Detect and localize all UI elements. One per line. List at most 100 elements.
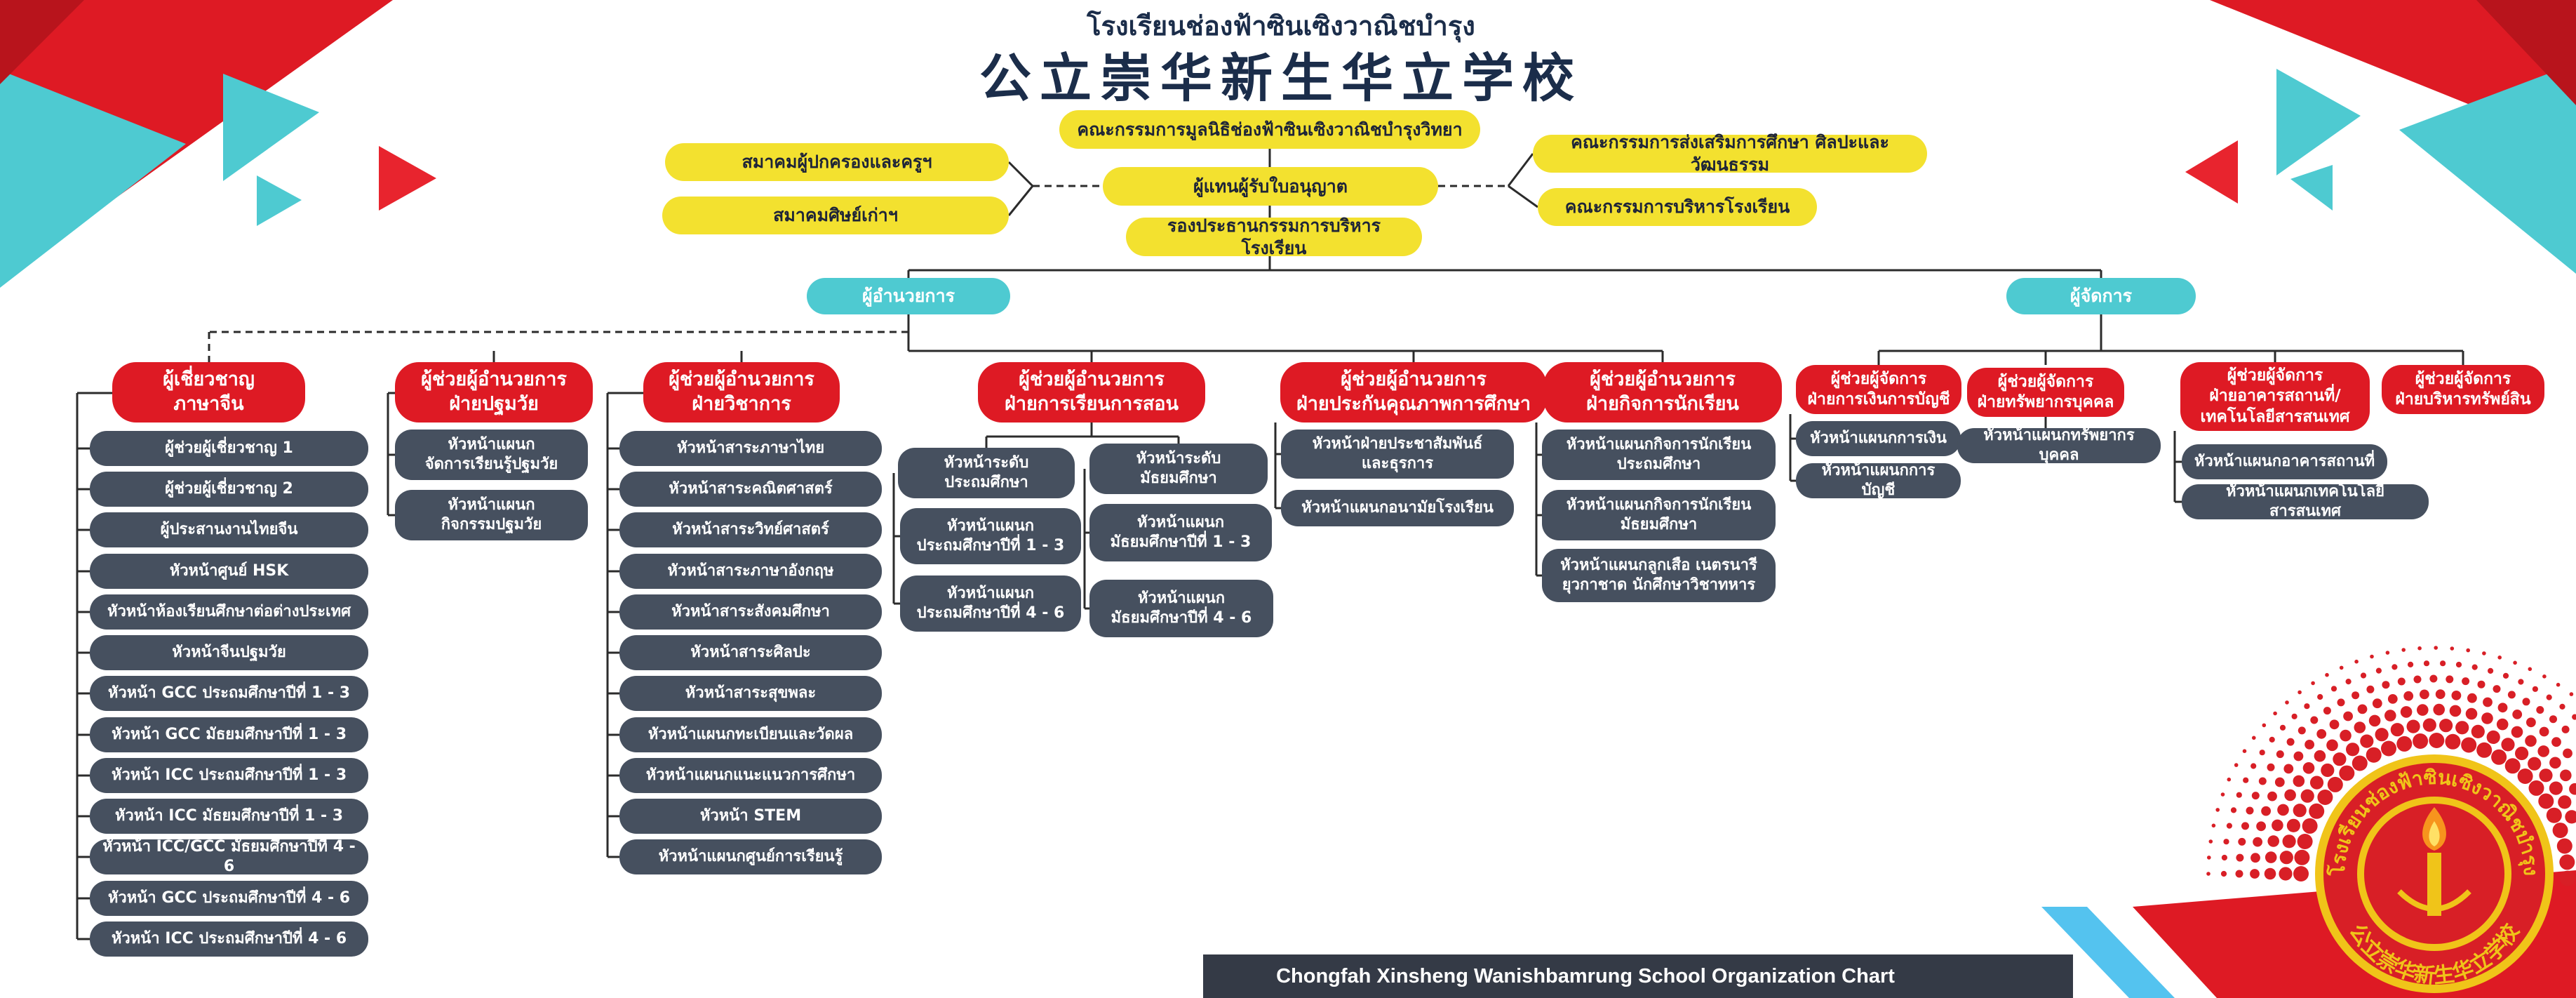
list-item: ผู้ช่วยผู้เชี่ยวชาญ 1	[90, 431, 368, 466]
list-item: หัวหน้าสาระศิลปะ	[619, 635, 882, 670]
list-item: หัวหน้าแผนกอาคารสถานที่	[2182, 444, 2387, 479]
list-item-label: หัวหน้าแผนก มัธยมศึกษาปีที่ 1 - 3	[1110, 513, 1252, 551]
vice-chair-label: รองประธานกรรมการบริหารโรงเรียน	[1167, 215, 1381, 258]
list-item-label: หัวหน้า ICC ประถมศึกษาปีที่ 1 - 3	[111, 766, 347, 784]
parents-association-box: สมาคมผู้ปกครองและครูฯ	[665, 143, 1009, 181]
triangle-teal-left-2	[257, 175, 302, 226]
list-item-label: หัวหน้าสาระวิทย์ศาสตร์	[672, 520, 829, 538]
list-item-label: ผู้ช่วยผู้เชี่ยวชาญ 2	[165, 479, 293, 498]
dept-student-affairs-header: ผู้ช่วยผู้อำนวยการ ฝ่ายกิจการนักเรียน	[1543, 362, 1782, 423]
dept-quality-header: ผู้ช่วยผู้อำนวยการ ฝ่ายประกันคุณภาพการศึ…	[1280, 362, 1547, 423]
list-item-label: หัวหน้าแผนก ประถมศึกษาปีที่ 4 - 6	[916, 584, 1065, 622]
list-item-label: หัวหน้าแผนกกิจการนักเรียน ประถมศึกษา	[1566, 435, 1752, 473]
school-name-thai: โรงเรียนช่องฟ้าซินเซิงวาณิชบำรุง	[1087, 11, 1475, 41]
list-item: หัวหน้าฝ่ายประชาสัมพันธ์ และธุรการ	[1281, 430, 1514, 479]
triangle-teal-right-1	[2276, 69, 2361, 175]
list-item: หัวหน้าแผนกทรัพยากรบุคคล	[1957, 426, 2161, 464]
list-item-label: หัวหน้าศูนย์ HSK	[169, 561, 289, 580]
licensee-rep-box: ผู้แทนผู้รับใบอนุญาต	[1103, 167, 1438, 206]
list-item-label: หัวหน้าสาระสังคมศึกษา	[671, 602, 830, 620]
school-board-box: คณะกรรมการบริหารโรงเรียน	[1538, 188, 1817, 226]
dept-hr-title: ผู้ช่วยผู้จัดการ ฝ่ายทรัพยากรบุคคล	[1977, 372, 2114, 411]
list-item-label: หัวหน้าระดับ มัธยมศึกษา	[1136, 449, 1221, 487]
list-item-label: หัวหน้าสาระภาษาไทย	[676, 439, 825, 457]
list-item-label: หัวหน้า STEM	[699, 806, 802, 825]
list-item-label: หัวหน้าแผนกทะเบียนและวัดผล	[648, 725, 854, 743]
list-item: หัวหน้าแผนก ประถมศึกษาปีที่ 1 - 3	[900, 508, 1081, 564]
dept-building-it-title: ผู้ช่วยผู้จัดการ ฝ่ายอาคารสถานที่/ เทคโน…	[2200, 366, 2350, 426]
list-item: หัวหน้าสาระภาษาอังกฤษ	[619, 554, 882, 589]
director-label: ผู้อำนวยการ	[861, 286, 955, 306]
corner-teal-topleft	[0, 70, 186, 288]
list-item-label: หัวหน้าแผนก ประถมศึกษาปีที่ 1 - 3	[916, 517, 1065, 554]
list-item: หัวหน้า ICC/GCC มัธยมศึกษาปีที่ 4 - 6	[90, 838, 368, 875]
list-item: หัวหน้า ICC ประถมศึกษาปีที่ 4 - 6	[90, 922, 368, 957]
dept-hr-header: ผู้ช่วยผู้จัดการ ฝ่ายทรัพยากรบุคคล	[1967, 368, 2124, 417]
list-item-label: หัวหน้าแผนกการบัญชี	[1821, 461, 1936, 499]
list-item-label: หัวหน้าห้องเรียนศึกษาต่อต่างประเทศ	[107, 602, 351, 620]
dept-academic-title: ผู้ช่วยผู้อำนวยการ ฝ่ายวิชาการ	[669, 368, 814, 415]
list-item-label: หัวหน้าฝ่ายประชาสัมพันธ์ และธุรการ	[1312, 434, 1483, 472]
list-item-label: หัวหน้าแผนกกิจการนักเรียน มัธยมศึกษา	[1566, 495, 1752, 533]
connector-line	[1007, 161, 1034, 187]
parents-association-label: สมาคมผู้ปกครองและครูฯ	[742, 152, 932, 172]
dept-quality-title: ผู้ช่วยผู้อำนวยการ ฝ่ายประกันคุณภาพการศึ…	[1296, 368, 1531, 415]
dept-chinese-header: ผู้เชี่ยวชาญ ภาษาจีน	[112, 362, 305, 423]
dept-assets-title: ผู้ช่วยผู้จัดการ ฝ่ายบริหารทรัพย์สิน	[2395, 369, 2531, 408]
list-item: หัวหน้า GCC ประถมศึกษาปีที่ 4 - 6	[90, 881, 368, 916]
list-item-label: หัวหน้าแผนกลูกเสือ เนตรนารี ยุวกาชาด นัก…	[1560, 556, 1757, 594]
list-item-label: หัวหน้าแผนกแนะแนวการศึกษา	[645, 766, 856, 784]
list-item: หัวหน้าแผนกการบัญชี	[1796, 461, 1961, 499]
triangle-red-right	[2185, 140, 2238, 204]
list-item: หัวหน้าแผนกลูกเสือ เนตรนารี ยุวกาชาด นัก…	[1542, 549, 1776, 602]
list-item-label: หัวหน้าแผนกอาคารสถานที่	[2194, 452, 2375, 470]
footer-caption: Chongfah Xinsheng Wanishbamrung School O…	[1276, 964, 1895, 987]
list-item: หัวหน้าแผนก มัธยมศึกษาปีที่ 4 - 6	[1089, 580, 1273, 637]
list-item-label: หัวหน้าแผนก มัธยมศึกษาปีที่ 4 - 6	[1111, 589, 1252, 627]
dept-chinese-title: ผู้เชี่ยวชาญ ภาษาจีน	[163, 368, 255, 415]
stripe-blue-bottom	[2041, 907, 2175, 998]
list-item-label: ผู้ช่วยผู้เชี่ยวชาญ 1	[165, 439, 293, 457]
list-item: หัวหน้า GCC ประถมศึกษาปีที่ 1 - 3	[90, 676, 368, 711]
list-item-label: หัวหน้า GCC มัธยมศึกษาปีที่ 1 - 3	[111, 725, 347, 743]
dept-finance-title: ผู้ช่วยผู้จัดการ ฝ่ายการเงินการบัญชี	[1807, 369, 1950, 408]
triangle-teal-right-2	[2290, 165, 2333, 211]
dept-academic-header: ผู้ช่วยผู้อำนวยการ ฝ่ายวิชาการ	[643, 362, 840, 423]
list-item: หัวหน้าศูนย์ HSK	[90, 554, 368, 589]
dept-teaching-header: ผู้ช่วยผู้อำนวยการ ฝ่ายการเรียนการสอน	[978, 362, 1205, 423]
corner-teal-topright	[2399, 63, 2576, 274]
list-item: หัวหน้า GCC มัธยมศึกษาปีที่ 1 - 3	[90, 717, 368, 752]
school-name-chinese: 公立崇华新生华立学校	[979, 48, 1583, 109]
triangle-red-left	[379, 146, 436, 211]
list-item: หัวหน้าสาระคณิตศาสตร์	[619, 472, 882, 507]
connector-line	[1507, 153, 1534, 187]
dept-assets-header: ผู้ช่วยผู้จัดการ ฝ่ายบริหารทรัพย์สิน	[2382, 365, 2544, 414]
list-item-label: หัวหน้า ICC มัธยมศึกษาปีที่ 1 - 3	[114, 806, 344, 825]
dept-early-childhood-title: ผู้ช่วยผู้อำนวยการ ฝ่ายปฐมวัย	[421, 368, 567, 415]
list-item-label: หัวหน้าจีนปฐมวัย	[172, 643, 286, 661]
dept-student-affairs-title: ผู้ช่วยผู้อำนวยการ ฝ่ายกิจการนักเรียน	[1586, 368, 1739, 415]
list-item: ผู้ประสานงานไทยจีน	[90, 512, 368, 547]
list-item: หัวหน้า ICC ประถมศึกษาปีที่ 1 - 3	[90, 758, 368, 793]
list-item: ผู้ช่วยผู้เชี่ยวชาญ 2	[90, 472, 368, 507]
list-item: หัวหน้าแผนกแนะแนวการศึกษา	[619, 758, 882, 793]
list-item-label: หัวหน้าแผนกทรัพยากรบุคคล	[1983, 426, 2135, 464]
dept-finance-header: ผู้ช่วยผู้จัดการ ฝ่ายการเงินการบัญชี	[1796, 365, 1961, 414]
list-item: หัวหน้าแผนก จัดการเรียนรู้ปฐมวัย	[395, 430, 588, 480]
list-item: หัวหน้าแผนกเทคโนโลยีสารสนเทศ	[2182, 483, 2429, 520]
list-item: หัวหน้า ICC มัธยมศึกษาปีที่ 1 - 3	[90, 799, 368, 834]
dept-early-childhood-header: ผู้ช่วยผู้อำนวยการ ฝ่ายปฐมวัย	[395, 362, 593, 423]
alumni-association-label: สมาคมศิษย์เก่าฯ	[773, 205, 898, 225]
list-item: หัวหน้าระดับ ประถมศึกษา	[898, 448, 1075, 498]
list-item-label: หัวหน้าแผนกอนามัยโรงเรียน	[1301, 498, 1494, 517]
licensee-rep-label: ผู้แทนผู้รับใบอนุญาต	[1193, 175, 1348, 197]
list-item: หัวหน้าแผนกอนามัยโรงเรียน	[1281, 490, 1514, 526]
list-item: หัวหน้าแผนก ประถมศึกษาปีที่ 4 - 6	[900, 575, 1081, 632]
connector-line	[1007, 185, 1034, 216]
list-item-label: หัวหน้าแผนก กิจกรรมปฐมวัย	[441, 495, 542, 533]
school-board-label: คณะกรรมการบริหารโรงเรียน	[1564, 197, 1790, 217]
corner-darkred-topleft	[0, 0, 84, 84]
list-item: หัวหน้าสาระภาษาไทย	[619, 431, 882, 466]
